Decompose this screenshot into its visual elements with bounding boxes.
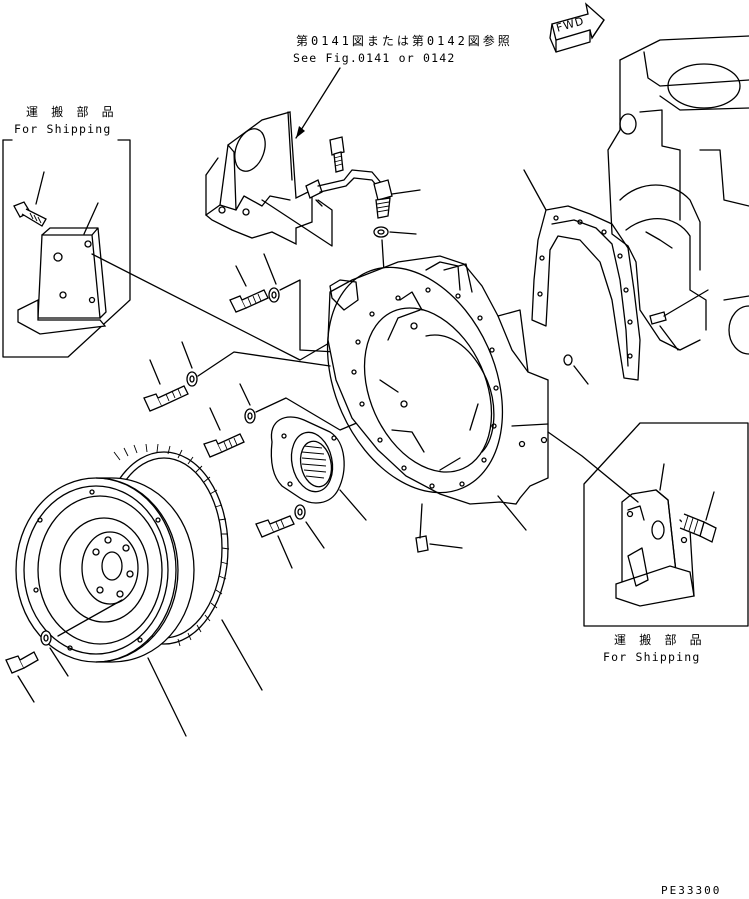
- bolt-2: [143, 385, 189, 412]
- shipping-right-label-jp: 運 搬 部 品: [614, 633, 705, 647]
- shipping-right-label-en: For Shipping: [603, 650, 701, 664]
- engine-block: [607, 35, 749, 355]
- oil-seal: [270, 416, 345, 504]
- shipping-bracket-left: [17, 227, 107, 335]
- drawing-code: PE33300: [661, 884, 722, 897]
- washer-1: [268, 287, 280, 303]
- bolt-top: [329, 136, 345, 173]
- hose-assembly: [305, 169, 393, 219]
- bolt-right-shipping: [679, 513, 717, 543]
- shipping-frame-right: [583, 422, 749, 627]
- shipping-left-label-jp: 運 搬 部 品: [26, 105, 117, 119]
- washer-3: [244, 408, 256, 424]
- dowel-pin-right: [563, 354, 573, 366]
- reference-label-en: See Fig.0141 or 0142: [293, 51, 456, 65]
- dowel-pin-block: [649, 289, 709, 325]
- drain-plug: [415, 503, 429, 553]
- bolt-4: [255, 515, 295, 538]
- shipping-bracket-right: [615, 489, 695, 607]
- fwd-arrow-icon: [549, 2, 605, 53]
- washer-2: [186, 371, 198, 387]
- bolt-1: [229, 289, 269, 313]
- flywheel-housing: [326, 255, 549, 505]
- reference-label-jp: 第0141図または第0142図参照: [296, 34, 513, 48]
- bolt-flywheel: [5, 651, 39, 674]
- rear-cover-reference: [204, 111, 313, 246]
- washer-flywheel: [40, 630, 52, 646]
- flywheel: [15, 477, 195, 663]
- washer-top: [373, 226, 389, 238]
- shipping-frame-left: [2, 139, 131, 358]
- reference-arrow: [295, 67, 341, 139]
- gasket: [531, 205, 641, 381]
- bolt-3: [203, 433, 245, 458]
- washer-4: [294, 504, 306, 520]
- shipping-left-label-en: For Shipping: [14, 122, 112, 136]
- bolt-left-shipping: [13, 201, 47, 227]
